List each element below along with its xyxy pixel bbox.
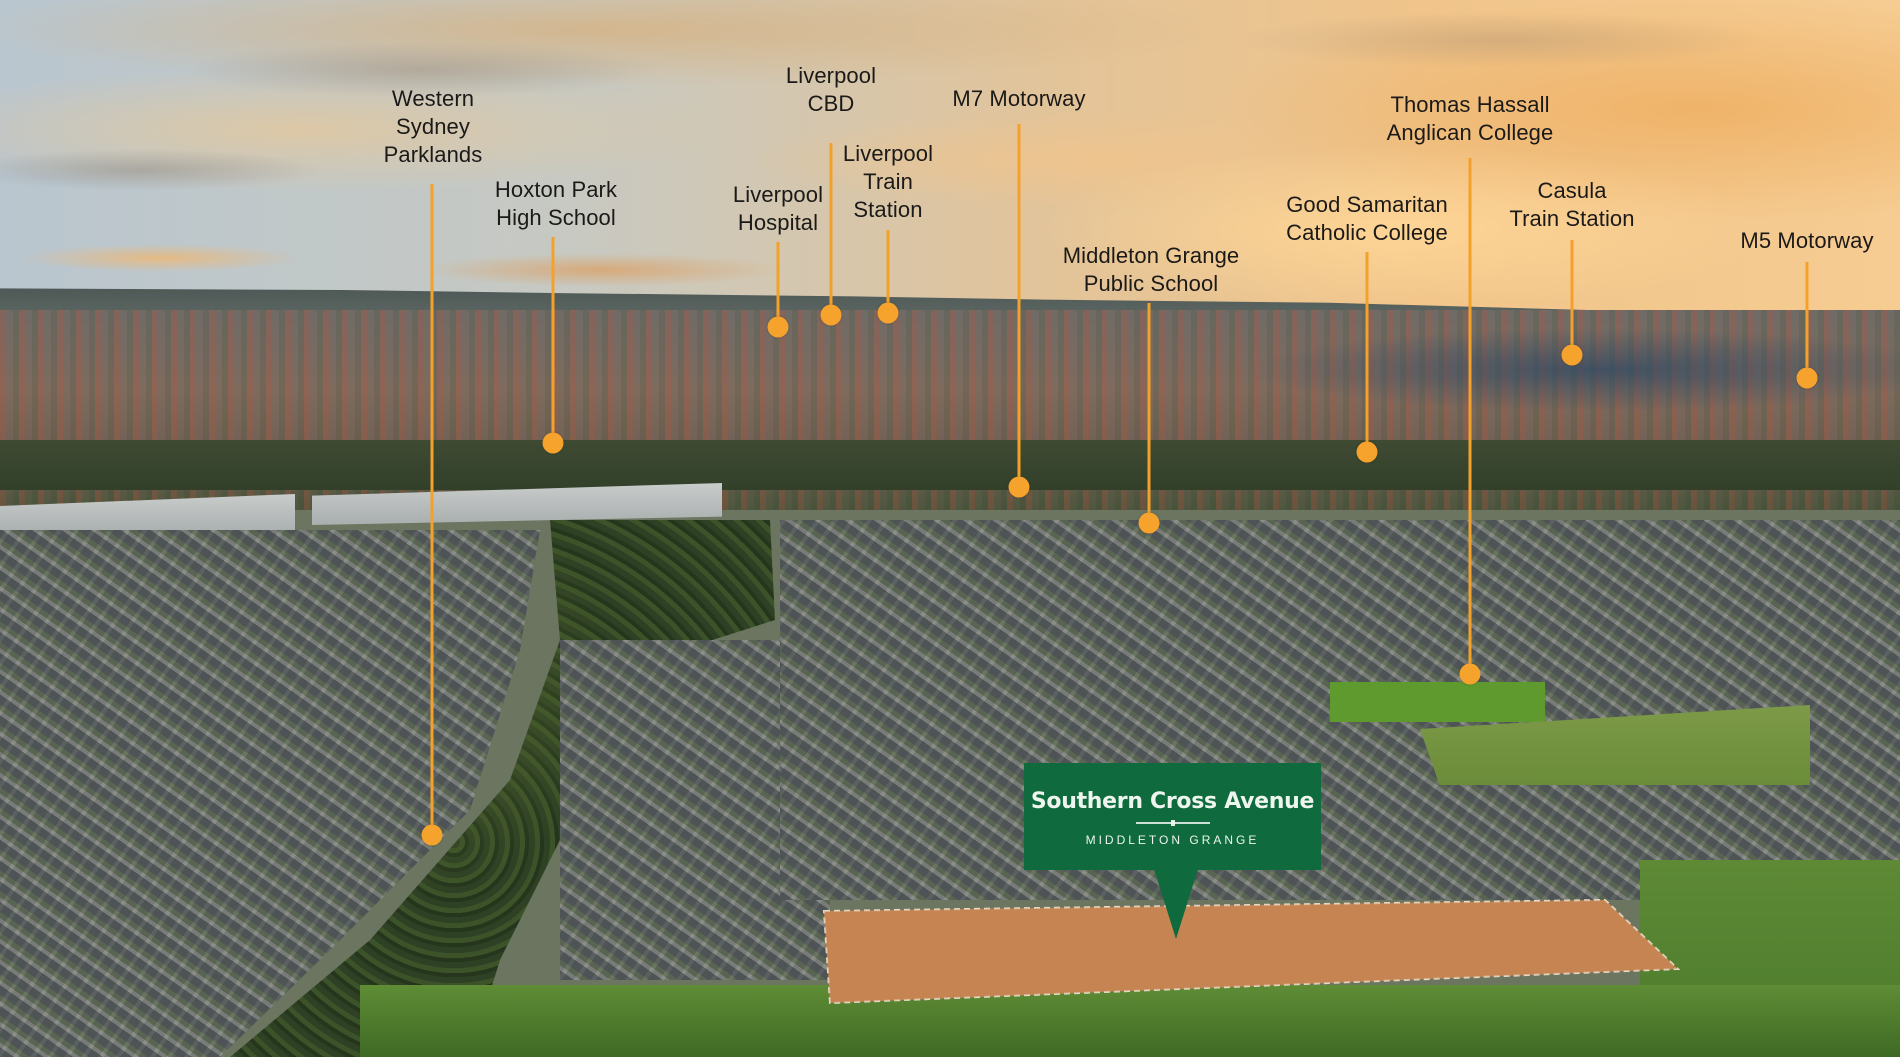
location-dot-icon — [820, 304, 842, 326]
leader-line — [551, 237, 555, 443]
leader-line — [1147, 303, 1151, 523]
landmark-label: Casula Train Station — [1509, 178, 1635, 231]
callout-pointer-icon — [1154, 869, 1198, 939]
landmark-label: Western Sydney Parklands — [383, 86, 483, 167]
landmark-label: Liverpool Train Station — [842, 141, 934, 222]
leader-line — [1017, 124, 1021, 487]
callout-title: Southern Cross Avenue — [1030, 789, 1315, 814]
location-dot-icon — [1008, 476, 1030, 498]
location-dot-icon — [421, 824, 443, 846]
site-callout: Southern Cross Avenue MIDDLETON GRANGE — [1024, 763, 1321, 870]
divider — [1135, 820, 1210, 826]
clouds — [0, 0, 1900, 330]
landmark-label: Middleton Grange Public School — [1062, 243, 1240, 296]
landmark-label: Hoxton Park High School — [494, 177, 618, 230]
callout-subtitle: MIDDLETON GRANGE — [1085, 833, 1260, 847]
grass-foreground — [360, 985, 1900, 1057]
location-dot-icon — [1138, 512, 1160, 534]
landmark-label: Liverpool Hospital — [732, 182, 824, 235]
landmark-label: Good Samaritan Catholic College — [1286, 192, 1448, 245]
suburb-left — [0, 530, 540, 1057]
location-dot-icon — [1796, 367, 1818, 389]
landmark-label: M7 Motorway — [952, 86, 1086, 111]
location-dot-icon — [1356, 441, 1378, 463]
landmark-label: Thomas Hassall Anglican College — [1386, 92, 1554, 145]
school-oval — [1330, 682, 1545, 722]
location-dot-icon — [1459, 663, 1481, 685]
leader-line — [430, 184, 434, 835]
leader-line — [829, 143, 833, 315]
leader-line — [776, 242, 780, 327]
leader-line — [1468, 158, 1472, 674]
landmark-label: M5 Motorway — [1740, 228, 1874, 253]
location-dot-icon — [767, 316, 789, 338]
leader-line — [1365, 252, 1369, 452]
location-dot-icon — [542, 432, 564, 454]
leader-line — [1805, 262, 1809, 378]
leader-line — [886, 230, 890, 313]
location-dot-icon — [877, 302, 899, 324]
location-dot-icon — [1561, 344, 1583, 366]
leader-line — [1570, 240, 1574, 355]
tree-line — [0, 440, 1900, 490]
landmark-label: Liverpool CBD — [785, 63, 877, 116]
